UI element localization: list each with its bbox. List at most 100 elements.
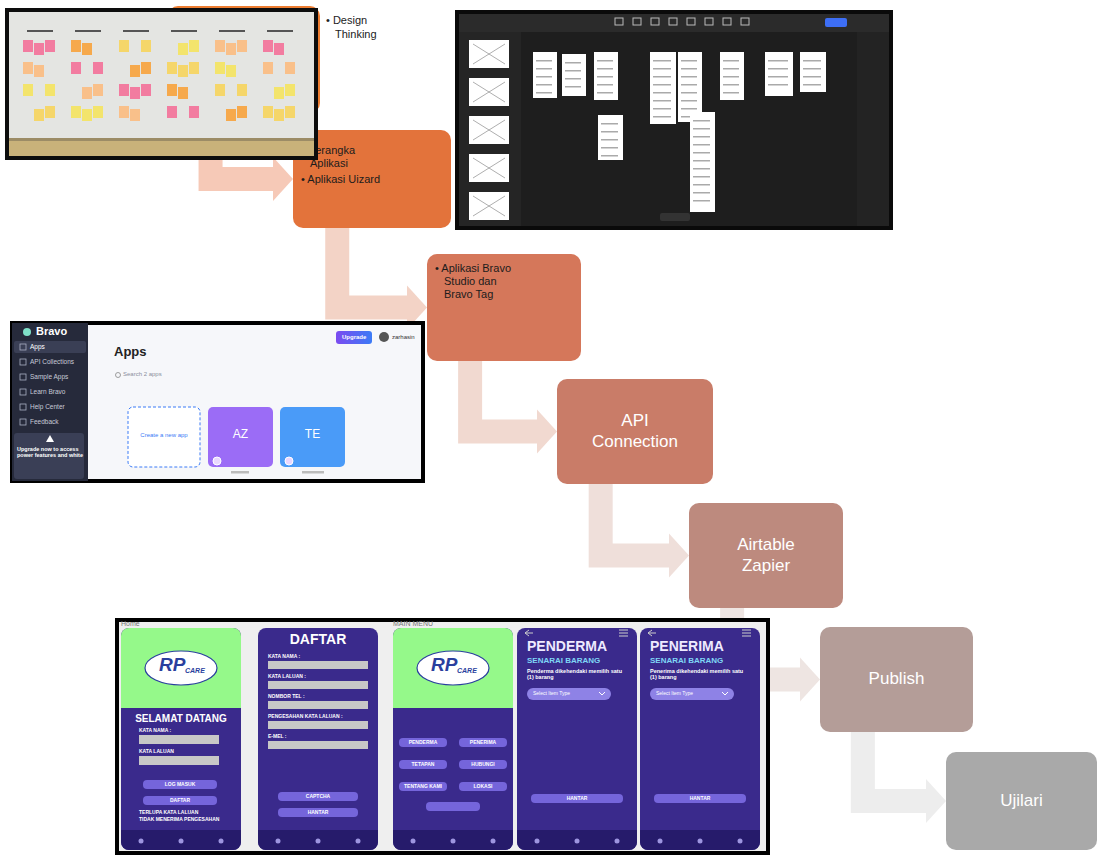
tool-icon — [615, 18, 623, 25]
wireframe-line — [723, 92, 739, 94]
card-caption — [302, 471, 324, 474]
field-label: TIDAK MENERIMA PENGESAHAN — [139, 817, 219, 823]
uizard-screenshot — [455, 10, 893, 230]
sticky-note — [130, 65, 140, 77]
wireframe-line — [653, 92, 671, 94]
app-badge — [213, 457, 221, 465]
nav-icon — [411, 839, 416, 844]
logo-text: RP — [159, 655, 185, 674]
sticky-note — [23, 62, 33, 74]
nav-icon — [658, 839, 663, 844]
bent-arrow — [470, 361, 557, 454]
phone-screen — [393, 628, 513, 850]
wireframe-line — [601, 155, 618, 157]
tool-icon — [633, 18, 641, 25]
screen-thumbnail — [469, 192, 509, 220]
dropdown-text: Select Item Type — [533, 691, 570, 697]
screen-title: MAIN MENU — [393, 620, 433, 628]
wireframe-line — [565, 86, 581, 88]
wireframe-line — [803, 76, 821, 78]
sticky-note — [189, 62, 199, 74]
wireframe-line — [803, 60, 821, 62]
mockup-background — [117, 620, 768, 853]
nav-icon — [179, 839, 184, 844]
step-label: API Connection — [580, 411, 690, 452]
arrow-head — [669, 534, 689, 578]
wireframe-line — [693, 176, 710, 178]
nav-icon — [316, 839, 321, 844]
sticky-note — [119, 106, 129, 118]
sticky-note — [23, 40, 33, 52]
nav-icon — [738, 839, 743, 844]
sticky-note — [45, 106, 55, 118]
step-label: Ujilari — [1000, 791, 1043, 811]
sticky-note — [237, 106, 247, 118]
step-note: • Design Thinking — [326, 14, 409, 42]
sticky-note — [119, 84, 129, 96]
menu-icon — [742, 630, 751, 636]
sticky-note — [274, 87, 284, 99]
arrow-shaft — [470, 361, 538, 432]
nav-icon — [451, 839, 456, 844]
user-name: zarhasin — [392, 334, 415, 341]
wireframe-line — [803, 68, 821, 70]
header-band — [121, 628, 241, 708]
sticky-note — [34, 109, 44, 121]
sticky-note — [167, 84, 177, 96]
thumbnail-mark — [473, 120, 505, 140]
nav-icon — [356, 839, 361, 844]
sticky-note — [274, 109, 284, 121]
arrow-head — [537, 410, 557, 454]
sticky-note — [141, 62, 151, 74]
wireframe-line — [653, 60, 671, 62]
sticky-note — [178, 87, 188, 99]
card-caption — [231, 471, 249, 474]
app-button: DAFTAR — [143, 796, 217, 805]
input-field — [268, 661, 368, 669]
field-label: KATA NAMA : — [268, 654, 300, 660]
canvas — [459, 14, 889, 226]
sticky-note — [189, 106, 199, 118]
wireframe-line — [565, 62, 581, 64]
wireframe-line — [597, 76, 613, 78]
sticky-note — [130, 109, 140, 121]
dropdown-chevron — [722, 692, 728, 695]
promo-text: Upgrade now to access power features and… — [17, 446, 83, 459]
wireframe-screen — [720, 52, 744, 100]
nav-icon — [219, 839, 224, 844]
header-band — [393, 688, 513, 708]
menu-icon — [20, 359, 26, 365]
phone-screen — [517, 628, 637, 850]
arrow-shaft — [863, 732, 927, 801]
wireframe-line — [768, 68, 788, 70]
app-background — [12, 323, 423, 481]
sticky-note — [178, 43, 188, 55]
dropdown — [650, 688, 734, 700]
wireframe-line — [536, 84, 552, 86]
field-label: E-MEL : — [268, 734, 287, 740]
step-label: Publish — [869, 669, 925, 689]
sticky-note — [274, 43, 284, 55]
sticky-note — [167, 62, 177, 74]
header-band — [121, 688, 241, 708]
wireframe-line — [681, 84, 697, 86]
sticky-note — [215, 84, 225, 96]
wireframe-line — [601, 123, 618, 125]
sticky-note — [82, 109, 92, 121]
app-mockups: HomeMAIN MENURPCARESELAMAT DATANGKATA NA… — [115, 618, 770, 855]
marker-heading — [123, 30, 149, 32]
input-field — [268, 681, 368, 689]
nav-bar — [517, 830, 637, 850]
wireframe-line — [768, 60, 788, 62]
nav-bar — [258, 830, 378, 850]
app-card — [208, 407, 273, 467]
wireframe-line — [565, 70, 581, 72]
wireframe-screen — [594, 52, 618, 100]
instruction-text: Penderma dikehendaki memilih satu (1) ba… — [527, 668, 627, 681]
page-heading: PENERIMA — [650, 638, 724, 654]
sticky-note — [141, 84, 151, 96]
menu-item: Sample Apps — [30, 373, 68, 380]
wireframe-screen — [598, 115, 623, 160]
marker-heading — [27, 30, 53, 32]
wireframe-line — [693, 192, 710, 194]
